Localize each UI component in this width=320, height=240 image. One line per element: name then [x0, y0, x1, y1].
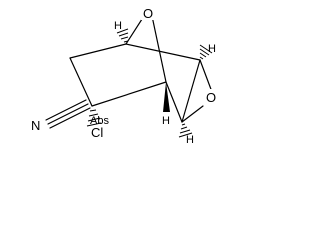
molecule-drawing: O O N H H H H Abs Cl — [29, 6, 218, 146]
atom-nitrile-nitrogen: N — [31, 118, 40, 133]
bond-c3-o-epoxide — [181, 105, 204, 123]
wedge-bond-h-bottom — [163, 82, 170, 112]
bond-c1-o-bridge — [125, 15, 145, 45]
structure-canvas: O O N H H H H Abs Cl — [0, 0, 238, 154]
bond-c1-c2 — [125, 43, 201, 61]
bond-c2-o-epoxide — [199, 59, 213, 93]
bond-skeleton — [69, 15, 213, 123]
atom-chlorine: Cl — [91, 125, 103, 140]
bond-c5-c4 — [91, 81, 167, 107]
atom-h-top-right: H — [208, 43, 216, 55]
hash-bond-h-top-left — [116, 28, 129, 43]
bond-c2-c3 — [181, 59, 201, 123]
atom-epoxide-oxygen: O — [206, 90, 216, 105]
bond-o-bridge-c4 — [151, 15, 167, 83]
atom-h-top-left: H — [114, 20, 122, 32]
hash-bond-h-top-right — [199, 44, 213, 60]
bond-c4-c3 — [165, 81, 183, 123]
atom-h-bottom-right: H — [186, 134, 194, 146]
bond-c6-c5 — [69, 57, 93, 107]
hash-bond-h-bottom-right — [178, 123, 193, 138]
hash-bond-chlorine — [86, 109, 102, 127]
bond-c1-c6 — [69, 43, 127, 59]
atom-h-bottom-bridgehead: H — [162, 115, 170, 127]
nitrile-triple-bond — [45, 99, 91, 129]
stereo-abs-label: Abs — [90, 115, 109, 127]
atom-bridge-oxygen: O — [143, 6, 153, 21]
